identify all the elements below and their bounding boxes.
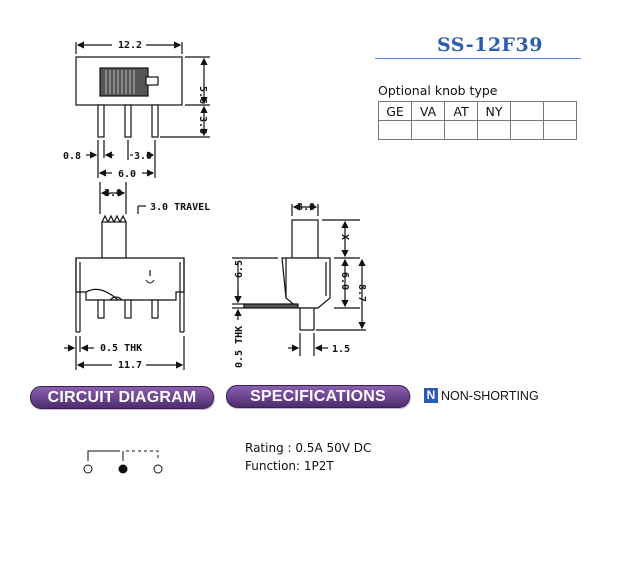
circuit-wire-dashed <box>126 450 159 461</box>
front-view-knob-serration <box>101 214 127 224</box>
circuit-diagram <box>83 450 163 474</box>
dim-travel: 3.0 TRAVEL <box>150 202 210 213</box>
top-view-pin <box>97 104 105 138</box>
dim-knob-width: 3.0 <box>104 188 122 199</box>
non-shorting-label: NON-SHORTING <box>441 389 539 403</box>
side-view <box>232 203 366 356</box>
dim-pin-span: 6.0 <box>118 169 136 180</box>
circuit-terminal-open <box>153 464 163 474</box>
knob-empty-row <box>378 120 577 140</box>
side-view-body <box>281 257 331 309</box>
top-view-pin <box>151 104 159 138</box>
specifications-banner: SPECIFICATIONS <box>226 385 410 408</box>
circuit-diagram-label: CIRCUIT DIAGRAM <box>47 389 197 406</box>
side-view-bracket <box>243 303 299 309</box>
dim-top-width: 12.2 <box>118 40 142 51</box>
part-number-title: SS-12F39 <box>437 34 543 56</box>
dim-side-offset: 1.5 <box>332 344 350 355</box>
front-view-pin <box>151 299 159 319</box>
dim-side-knob: 3.0 <box>297 202 315 213</box>
front-view-pin <box>97 299 105 319</box>
dim-x-mark: X <box>339 234 350 240</box>
knob-type-table: GE VA AT NY <box>378 101 577 140</box>
front-view-pin <box>124 299 132 319</box>
front-view-knob <box>101 221 127 259</box>
non-shorting-icon: N <box>424 388 438 403</box>
dim-pin-length: 3.8 <box>197 116 208 134</box>
top-view-knob-slot <box>99 67 149 97</box>
dim-pitch: 3.0 <box>134 151 152 162</box>
circuit-terminal-open <box>83 464 93 474</box>
top-view-pin <box>124 104 132 138</box>
spec-rating: Rating : 0.5A 50V DC <box>245 441 372 455</box>
side-view-knob <box>291 219 319 259</box>
knob-type-cell: VA <box>411 101 445 121</box>
circuit-diagram-banner: CIRCUIT DIAGRAM <box>30 386 214 409</box>
top-view <box>75 41 210 178</box>
front-view <box>64 182 185 370</box>
knob-type-caption: Optional knob type <box>378 83 498 98</box>
dim-side-thk: 0.5 THK <box>234 326 245 368</box>
dim-side-body: 6.0 <box>339 272 350 290</box>
circuit-wire <box>87 450 120 461</box>
dim-side-total: 8.7 <box>356 284 367 302</box>
spec-function: Function: 1P2T <box>245 459 334 473</box>
dim-thickness: 0.5 THK <box>100 343 142 354</box>
dim-pin-width: 0.8 <box>63 151 81 162</box>
dim-front-height: 6.5 <box>234 260 245 278</box>
dim-base-width: 11.7 <box>118 360 142 371</box>
knob-empty-cell <box>543 120 577 140</box>
top-view-slider-tab <box>145 76 159 86</box>
side-view-pin <box>299 307 315 331</box>
title-underline <box>375 58 581 59</box>
front-view-body <box>75 257 185 301</box>
circuit-terminal-common <box>118 464 128 474</box>
dim-body-height: 5.6 <box>197 86 208 104</box>
specifications-label: SPECIFICATIONS <box>250 388 386 405</box>
